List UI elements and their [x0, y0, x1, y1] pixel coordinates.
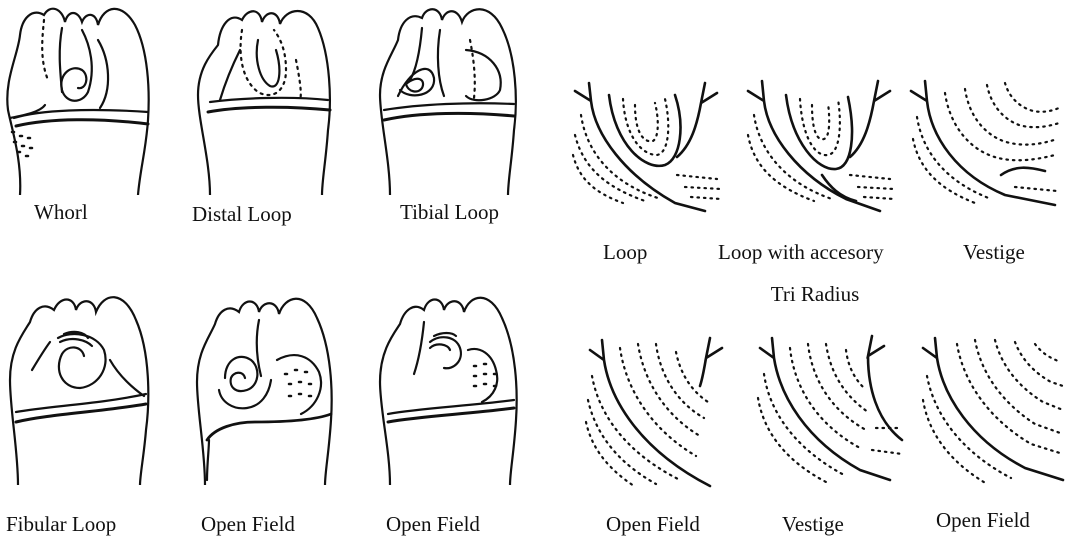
- hallucal-diagram-open-field-1: [580, 330, 730, 490]
- hallucal-diagram-vestige-2: [750, 330, 910, 490]
- label-whorl: Whorl: [34, 200, 88, 225]
- foot-diagram-fibular-loop: [0, 290, 175, 485]
- label-hallucal-loop-with-accessory: Loop with accesory: [718, 240, 884, 265]
- label-hallucal-vestige-1: Vestige: [963, 240, 1025, 265]
- label-hallucal-open-field-2: Open Field: [936, 508, 1030, 533]
- foot-diagram-whorl: [0, 0, 175, 195]
- foot-diagram-distal-loop: [190, 0, 350, 195]
- label-hallucal-open-field-1: Open Field: [606, 512, 700, 537]
- hallucal-diagram-open-field-2: [915, 330, 1065, 490]
- label-open-field-foot-1: Open Field: [201, 512, 295, 537]
- label-distal-loop: Distal Loop: [192, 202, 292, 227]
- foot-diagram-open-field-2: [370, 290, 535, 485]
- hallucal-diagram-loop: [565, 75, 730, 225]
- caption-tri-radius: Tri Radius: [771, 282, 860, 307]
- label-hallucal-vestige-2: Vestige: [782, 512, 844, 537]
- label-open-field-foot-2: Open Field: [386, 512, 480, 537]
- hallucal-diagram-vestige-1: [905, 75, 1065, 225]
- label-fibular-loop: Fibular Loop: [6, 512, 116, 537]
- foot-diagram-open-field-1: [185, 290, 350, 485]
- foot-diagram-tibial-loop: [370, 0, 535, 195]
- label-tibial-loop: Tibial Loop: [400, 200, 499, 225]
- label-hallucal-loop: Loop: [603, 240, 647, 265]
- hallucal-diagram-loop-with-accessory: [740, 75, 900, 225]
